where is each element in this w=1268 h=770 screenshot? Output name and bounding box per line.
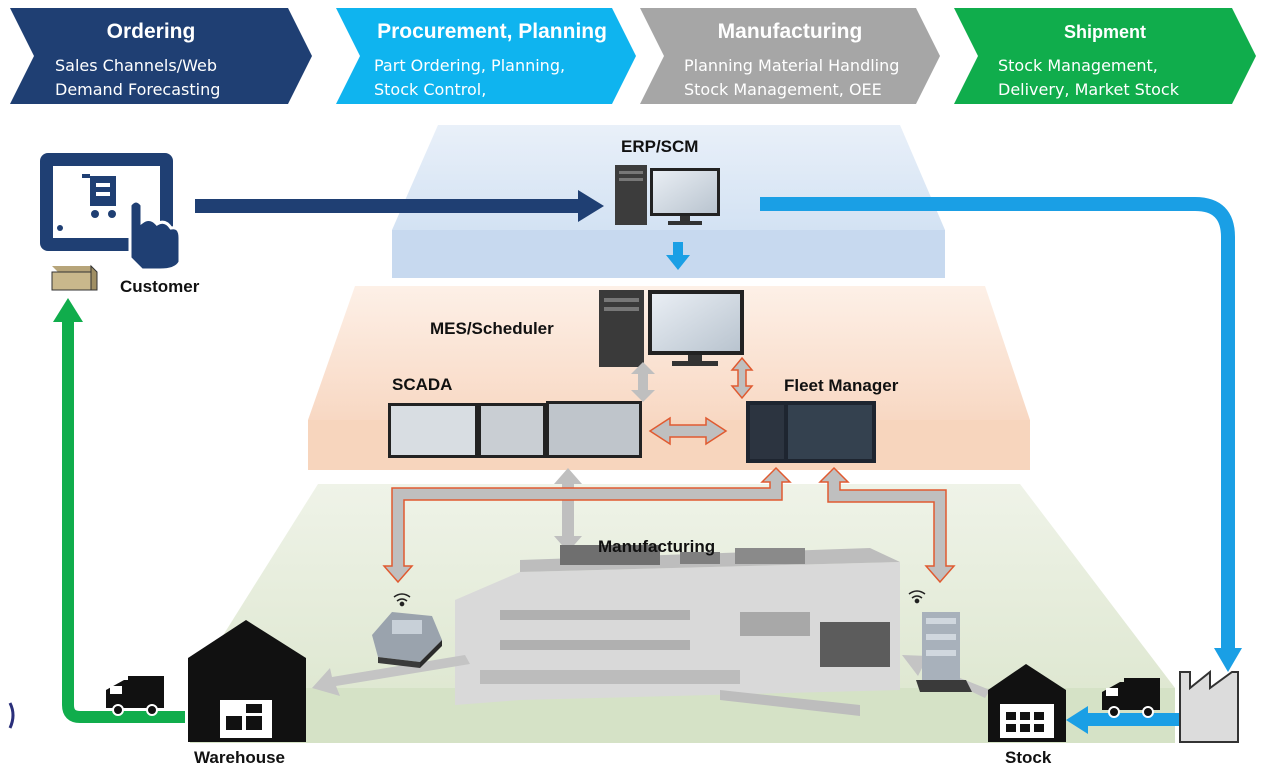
agv-robot-icon [372,612,442,668]
stock-building-icon [988,664,1066,742]
fleet-agv-left-arrow [382,466,792,584]
scada-fleet-arrow [648,416,728,446]
mes-scada-arrow [631,362,655,402]
line-to-warehouse-arrow [312,655,470,696]
scada-monitors [388,401,642,458]
stage-title: Shipment [1063,22,1146,42]
mes-fleet-arrow [730,356,754,400]
cart-tablet-icon [40,153,182,272]
warehouse-icon [188,620,306,742]
stage-ordering: Ordering Sales Channels/Web Demand Forec… [10,8,312,104]
stage-subtitle: Sales Channels/Web Demand Forecasting [55,56,221,99]
fleet-manager-label: Fleet Manager [784,376,899,395]
fleet-manager-monitor [746,401,876,463]
stage-subtitle: Part Ordering, Planning, Stock Control, [374,56,566,99]
customer-label: Customer [120,277,200,296]
mes-label: MES/Scheduler [430,319,554,338]
truck-icon [1102,678,1160,718]
wifi-icon [393,593,411,607]
stage-subtitle: Stock Management, Delivery, Market Stock [998,56,1179,99]
box-icon [51,264,98,291]
truck-icon [106,676,164,716]
erp-label: ERP/SCM [621,137,699,156]
production-line [455,545,900,716]
stage-title: Procurement, Planning [377,20,607,43]
stage-title: Manufacturing [717,20,863,43]
fleet-agv-right-arrow [818,466,956,584]
stage-subtitle: Planning Material Handling Stock Managem… [684,56,900,99]
procurement-flow-arrow [760,197,1242,672]
warehouse-label: Warehouse [194,748,286,767]
erp-to-mes-arrow [666,242,690,270]
stock-label: Stock [1005,748,1052,767]
scada-label: SCADA [392,375,453,394]
stage-shipment: Shipment Stock Management, Delivery, Mar… [954,8,1256,104]
stage-title: Ordering [106,20,196,43]
factory-icon [1179,669,1239,743]
stage-manufacturing: Manufacturing Planning Material Handling… [640,8,940,104]
agv-robot-icon [916,612,972,692]
order-flow-arrow [195,190,604,222]
decorative-arc [8,702,15,729]
delivery-flow-arrow [53,298,185,723]
manufacturing-label: Manufacturing [598,537,716,556]
wifi-icon [908,590,926,604]
stage-procurement: Procurement, Planning Part Ordering, Pla… [336,8,636,104]
mes-computer [599,290,744,367]
erp-computer [615,165,720,225]
